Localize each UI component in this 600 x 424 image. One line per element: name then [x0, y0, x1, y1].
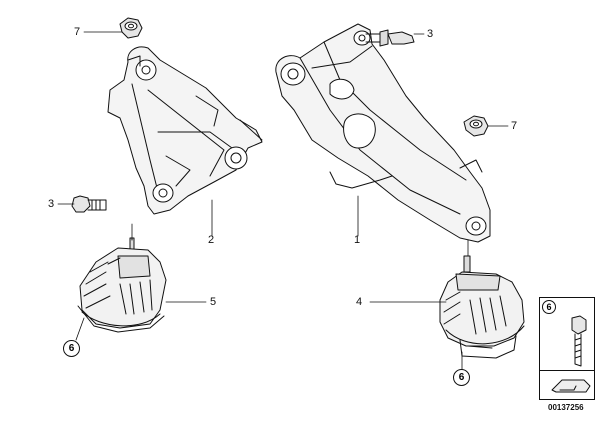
- callout-7-right: 7: [511, 120, 518, 132]
- callout-6-box: 6: [542, 300, 556, 314]
- left-engine-mount: [77, 237, 167, 333]
- callout-2: 2: [208, 234, 215, 246]
- callout-3-left: 3: [48, 198, 55, 210]
- bolt-left: [71, 195, 107, 213]
- bolt-right: [365, 29, 415, 47]
- leader-lines: [57, 31, 509, 371]
- callout-5: 5: [210, 296, 217, 308]
- callout-6-right: 6: [453, 369, 470, 386]
- nut-right: [463, 115, 489, 137]
- left-engine-bracket: [107, 46, 263, 215]
- inset-frame-bottom: [539, 370, 595, 400]
- right-engine-mount: [439, 255, 525, 359]
- callout-6-left: 6: [63, 340, 80, 357]
- nut-left: [119, 17, 143, 39]
- callout-4: 4: [356, 296, 363, 308]
- callout-3-right: 3: [427, 28, 434, 40]
- callout-7-left: 7: [74, 26, 81, 38]
- callout-1: 1: [354, 234, 361, 246]
- drawing-code: 00137256: [548, 403, 584, 412]
- right-engine-bracket: [275, 23, 491, 243]
- inset-stud: [571, 315, 587, 367]
- inset-arrow-box: [551, 379, 591, 393]
